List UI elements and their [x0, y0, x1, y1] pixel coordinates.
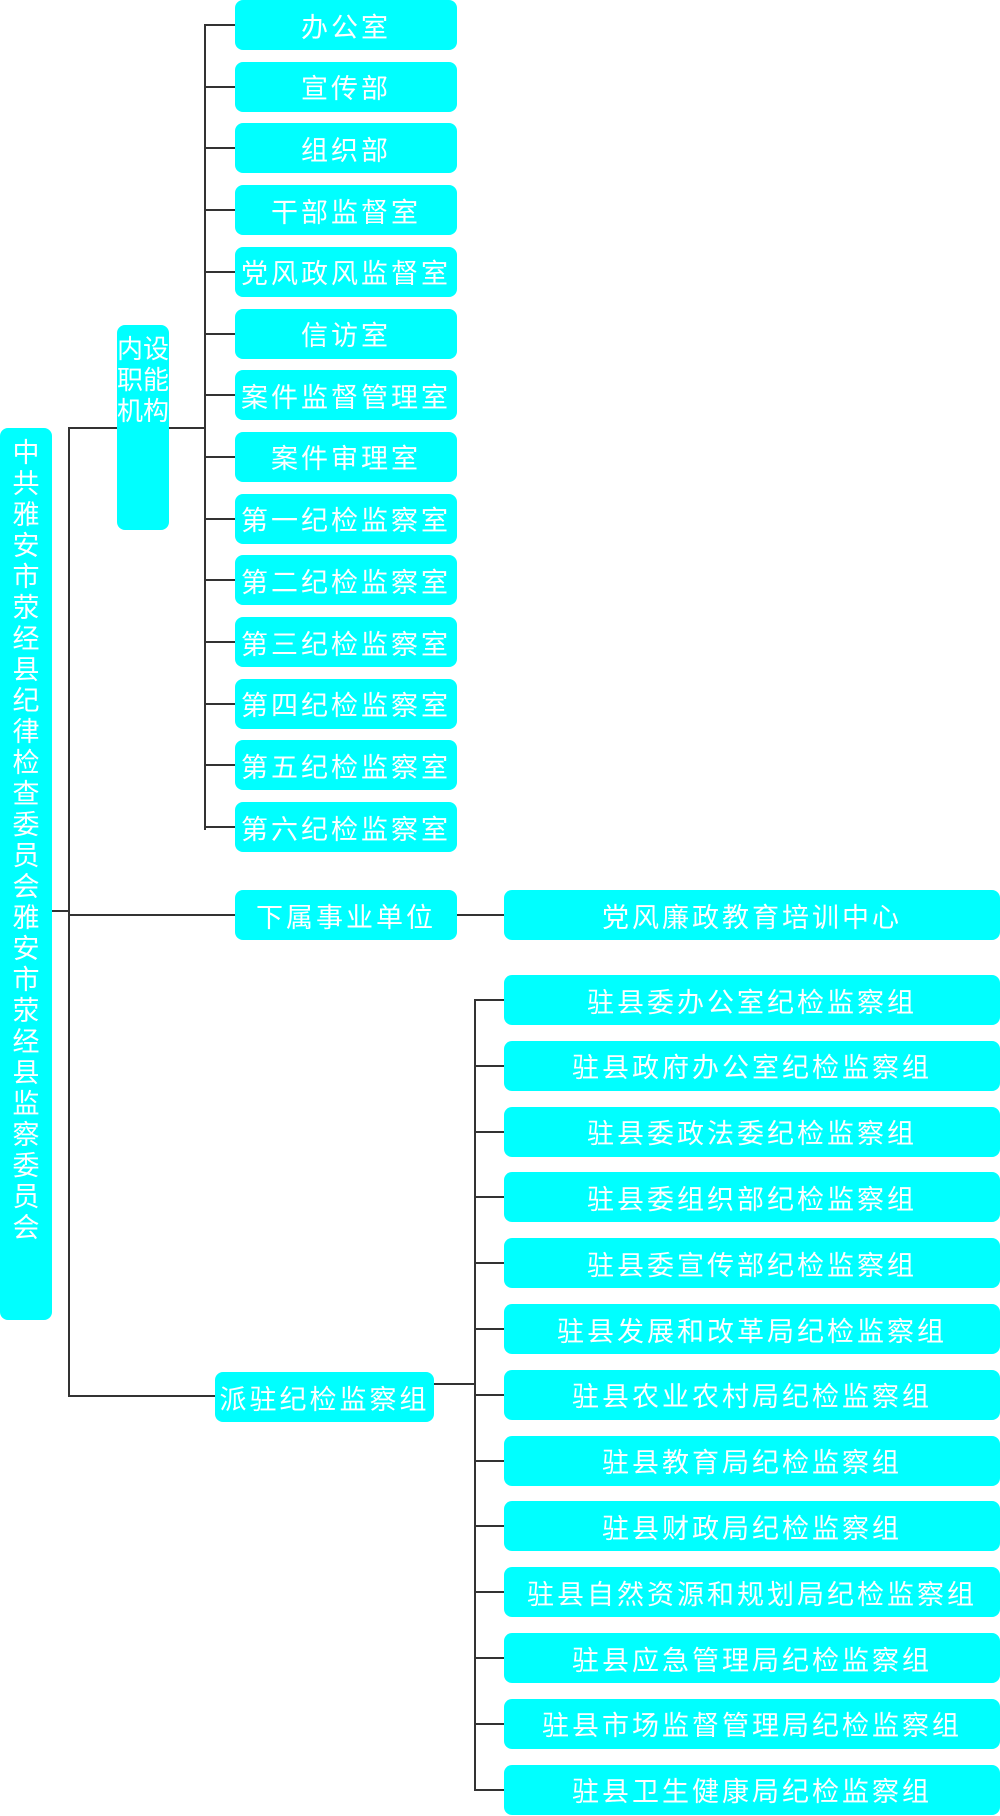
connector-to-affiliated	[68, 914, 235, 916]
root-stub-line	[52, 910, 69, 912]
dispatched-child-node: 驻县发展和改革局纪检监察组	[504, 1304, 1000, 1354]
internal-child-node: 第二纪检监察室	[235, 555, 457, 606]
connector-to-internal	[68, 427, 117, 429]
root-node: 中共雅安市荥经县纪律检查委员会雅安市荥经县监察委员会	[0, 428, 52, 1320]
internal-trunk-line	[204, 25, 206, 830]
internal-child-connector	[204, 394, 235, 397]
dispatched-child-connector	[474, 999, 504, 1001]
dispatched-child-node: 驻县应急管理局纪检监察组	[504, 1633, 1000, 1683]
dispatched-child-connector	[474, 1459, 504, 1462]
dispatched-child-connector	[474, 1788, 504, 1791]
internal-child-node: 第四纪检监察室	[235, 678, 457, 729]
internal-child-node: 办公室	[235, 0, 457, 50]
internal-child-connector	[204, 517, 235, 520]
internal-child-node: 组织部	[235, 123, 457, 174]
internal-child-node: 第一纪检监察室	[235, 493, 457, 544]
internal-child-connector	[204, 764, 235, 767]
dispatched-child-connector	[474, 1393, 504, 1396]
dispatched-child-node: 驻县农业农村局纪检监察组	[504, 1369, 1000, 1420]
dispatched-stub-line	[434, 1383, 475, 1385]
internal-child-node: 第六纪检监察室	[235, 802, 457, 853]
internal-child-connector	[204, 702, 235, 705]
internal-child-node: 案件监督管理室	[235, 370, 457, 421]
internal-branch-node: 内设职能机构	[117, 325, 169, 530]
internal-child-connector	[204, 147, 235, 150]
dispatched-child-node: 驻县卫生健康局纪检监察组	[504, 1764, 1000, 1815]
dispatched-child-node: 驻县自然资源和规划局纪检监察组	[504, 1567, 1000, 1618]
dispatched-child-connector	[474, 1525, 504, 1528]
dispatched-child-node: 驻县委宣传部纪检监察组	[504, 1238, 1000, 1289]
dispatched-child-connector	[474, 1657, 504, 1659]
internal-child-connector	[204, 332, 235, 335]
dispatched-child-connector	[474, 1064, 504, 1067]
dispatched-child-node: 驻县委办公室纪检监察组	[504, 975, 1000, 1025]
dispatched-branch-node: 派驻纪检监察组	[215, 1372, 434, 1422]
internal-child-node: 第三纪检监察室	[235, 617, 457, 667]
dispatched-child-node: 驻县委组织部纪检监察组	[504, 1172, 1000, 1223]
dispatched-child-node: 驻县财政局纪检监察组	[504, 1501, 1000, 1552]
affiliated-child-node: 党风廉政教育培训中心	[504, 890, 1000, 940]
affiliated-branch-node: 下属事业单位	[235, 890, 457, 940]
internal-child-connector	[204, 85, 235, 88]
dispatched-child-connector	[474, 1328, 504, 1330]
affiliated-connector-line	[457, 914, 504, 916]
internal-child-connector	[204, 209, 235, 212]
dispatched-child-node: 驻县教育局纪检监察组	[504, 1435, 1000, 1486]
internal-child-connector	[204, 826, 235, 829]
dispatched-child-node: 驻县委政法委纪检监察组	[504, 1106, 1000, 1157]
connector-to-dispatched	[68, 1395, 215, 1397]
internal-child-connector	[204, 579, 235, 582]
internal-child-node: 案件审理室	[235, 431, 457, 482]
internal-child-connector	[204, 641, 235, 643]
dispatched-child-connector	[474, 1591, 504, 1594]
internal-child-connector	[204, 455, 235, 458]
dispatched-child-node: 驻县政府办公室纪检监察组	[504, 1040, 1000, 1091]
dispatched-child-connector	[474, 1722, 504, 1725]
internal-child-node: 干部监督室	[235, 185, 457, 236]
internal-child-connector	[204, 270, 235, 273]
root-trunk-line	[68, 427, 70, 1397]
internal-child-node: 党风政风监督室	[235, 246, 457, 297]
dispatched-child-connector	[474, 1130, 504, 1133]
internal-stub-line	[169, 427, 205, 429]
dispatched-child-connector	[474, 1196, 504, 1199]
internal-child-connector	[204, 24, 235, 26]
internal-child-node: 宣传部	[235, 61, 457, 112]
internal-child-node: 信访室	[235, 308, 457, 359]
dispatched-child-connector	[474, 1262, 504, 1265]
dispatched-child-node: 驻县市场监督管理局纪检监察组	[504, 1698, 1000, 1749]
internal-child-node: 第五纪检监察室	[235, 740, 457, 791]
